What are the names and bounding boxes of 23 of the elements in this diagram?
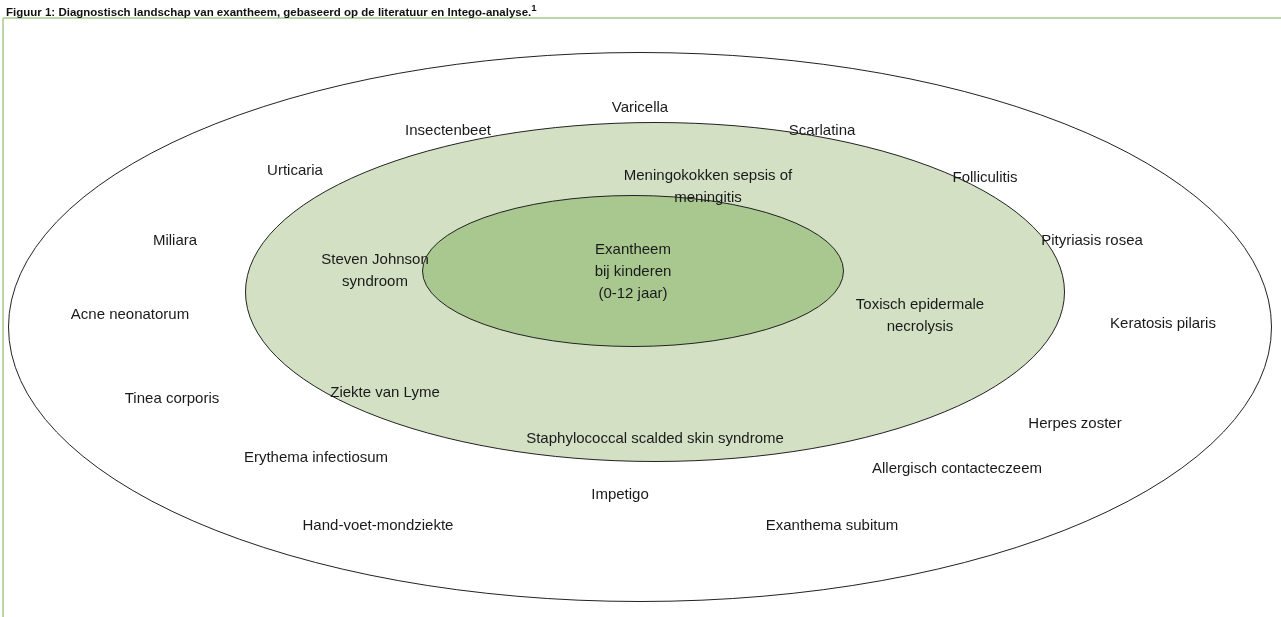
diagnosis-label: Folliculitis <box>952 167 1018 188</box>
diagnosis-label: Acne neonatorum <box>70 304 190 325</box>
diagnosis-label: Scarlatina <box>788 120 856 141</box>
diagnosis-label: Pityriasis rosea <box>1041 230 1143 251</box>
diagnosis-label: Steven Johnson syndroom <box>320 249 430 291</box>
diagnosis-label: Urticaria <box>267 160 323 181</box>
figure-title: Figuur 1: Diagnostisch landschap van exantheem, gebaseerd op de literatuur en Intego-analyse.$^{1}$ <box>6 2 537 18</box>
diagnosis-label: Exanthema subitum <box>765 515 899 536</box>
center-label: Exantheem bij kinderen (0-12 jaar) <box>593 239 673 303</box>
diagnosis-label: Insectenbeet <box>405 120 491 141</box>
diagnosis-label: Ziekte van Lyme <box>330 382 440 403</box>
diagnosis-label: Hand-voet-mondziekte <box>302 515 454 536</box>
diagnosis-label: Meningokokken sepsis of meningitis <box>622 165 794 207</box>
diagnosis-label: Staphylococcal scalded skin syndrome <box>526 428 784 449</box>
diagnosis-label: Varicella <box>611 97 669 118</box>
diagnosis-label: Allergisch contacteczeem <box>871 458 1043 479</box>
diagnosis-label: Keratosis pilaris <box>1110 313 1216 334</box>
diagnosis-label: Erythema infectiosum <box>243 447 389 468</box>
diagnosis-label: Impetigo <box>591 484 649 505</box>
diagnosis-label: Toxisch epidermale necrolysis <box>854 294 986 336</box>
diagnosis-label: Miliara <box>152 230 198 251</box>
diagnosis-label: Herpes zoster <box>1028 413 1122 434</box>
diagnosis-label: Tinea corporis <box>124 388 220 409</box>
